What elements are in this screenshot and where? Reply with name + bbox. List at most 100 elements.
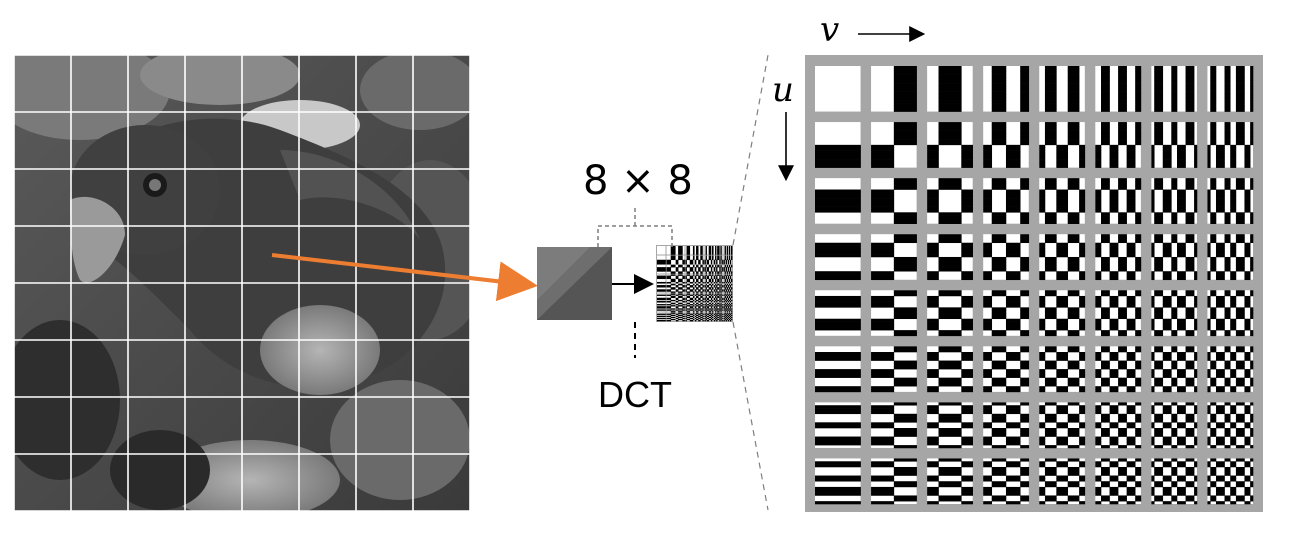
- basis-tile: [704, 274, 714, 284]
- basis-tile: [1095, 458, 1142, 505]
- basis-tile: [1151, 346, 1198, 393]
- basis-tile: [714, 255, 723, 265]
- basis-tile: [1207, 458, 1254, 505]
- basis-tile: [695, 312, 704, 322]
- basis-tile: [983, 122, 1030, 168]
- basis-tile: [704, 265, 714, 274]
- basis-tile: [871, 178, 917, 224]
- basis-tile: [1151, 122, 1198, 168]
- basis-tile: [714, 284, 723, 293]
- basis-tile: [1039, 402, 1086, 449]
- basis-tile: [685, 255, 695, 265]
- basis-tile: [695, 255, 704, 265]
- basis-tile: [927, 402, 973, 449]
- basis-tile: [871, 402, 917, 449]
- basis-tile: [927, 122, 973, 168]
- basis-tile: [695, 265, 704, 274]
- transform-label: DCT: [598, 374, 672, 415]
- basis-tile: [676, 246, 685, 255]
- basis-tile: [1207, 66, 1254, 112]
- basis-tile: [1095, 234, 1142, 281]
- basis-tile: [695, 303, 704, 312]
- basis-tile: [1039, 66, 1085, 112]
- basis-tile: [871, 234, 917, 281]
- basis-tile: [1095, 402, 1142, 449]
- basis-tile: [685, 246, 695, 255]
- basis-tile: [815, 122, 861, 168]
- basis-tile: [676, 265, 685, 274]
- basis-tile: [704, 303, 714, 312]
- basis-tile: [1151, 66, 1197, 112]
- basis-tile: [815, 458, 861, 505]
- basis-tile: [723, 274, 733, 284]
- basis-tile: [657, 303, 666, 312]
- basis-tile: [927, 458, 973, 505]
- orange-arrow-icon: [271, 253, 538, 302]
- basis-tile: [1095, 178, 1142, 224]
- basis-tile: [871, 458, 917, 505]
- basis-tile: [666, 265, 676, 274]
- basis-tile: [685, 274, 695, 284]
- basis-tile: [657, 284, 666, 293]
- basis-tile: [666, 293, 676, 303]
- basis-tile: [1039, 458, 1086, 505]
- basis-tile: [695, 284, 704, 293]
- basis-tile: [871, 346, 917, 393]
- basis-tile: [1039, 346, 1086, 393]
- basis-tile: [714, 274, 723, 284]
- basis-tile: [676, 303, 685, 312]
- basis-tile: [666, 312, 676, 322]
- basis-tile: [685, 265, 695, 274]
- basis-tile: [685, 303, 695, 312]
- basis-tile: [1151, 402, 1198, 449]
- basis-tile: [666, 303, 676, 312]
- basis-tile: [723, 246, 733, 255]
- basis-tile: [676, 293, 685, 303]
- basis-tile: [927, 178, 973, 224]
- basis-tile: [1039, 178, 1086, 224]
- basis-tile: [723, 265, 733, 274]
- basis-tile: [723, 255, 733, 265]
- basis-tile: [815, 66, 861, 112]
- basis-tile: [666, 246, 676, 255]
- basis-tile: [815, 346, 861, 393]
- basis-tile: [871, 122, 917, 168]
- basis-tile: [704, 284, 714, 293]
- basis-tile: [983, 290, 1030, 337]
- basis-tile: [685, 284, 695, 293]
- basis-tile: [871, 66, 917, 112]
- basis-tile: [704, 255, 714, 265]
- extracted-block: [537, 247, 612, 320]
- basis-tile: [685, 312, 695, 322]
- block-size-label: 8 × 8: [583, 158, 693, 204]
- basis-tile: [666, 255, 676, 265]
- basis-tile: [1151, 178, 1198, 224]
- basis-tile: [714, 265, 723, 274]
- basis-tile: [695, 274, 704, 284]
- basis-tile: [1151, 290, 1198, 337]
- basis-tile: [1095, 290, 1142, 337]
- basis-tile: [1207, 290, 1254, 337]
- basis-tile: [1095, 66, 1142, 112]
- basis-tile: [714, 312, 723, 322]
- basis-tile: [1207, 402, 1254, 449]
- basis-tile: [723, 293, 733, 303]
- basis-tile: [1207, 346, 1254, 393]
- basis-tile: [1095, 346, 1142, 393]
- basis-tile: [1039, 122, 1086, 168]
- basis-tile: [695, 246, 704, 255]
- basis-tile: [695, 293, 704, 303]
- basis-tile: [871, 290, 917, 337]
- basis-tile: [723, 284, 733, 293]
- basis-tile: [927, 290, 973, 337]
- basis-tile: [1207, 178, 1254, 224]
- basis-tile: [1207, 234, 1254, 281]
- basis-tile: [815, 402, 861, 448]
- basis-tile: [815, 234, 861, 281]
- basis-tile: [1095, 122, 1142, 168]
- basis-tile: [1039, 290, 1086, 337]
- dct-thumbnail: [656, 245, 733, 322]
- basis-tile: [983, 66, 1030, 112]
- basis-tile: [815, 290, 861, 336]
